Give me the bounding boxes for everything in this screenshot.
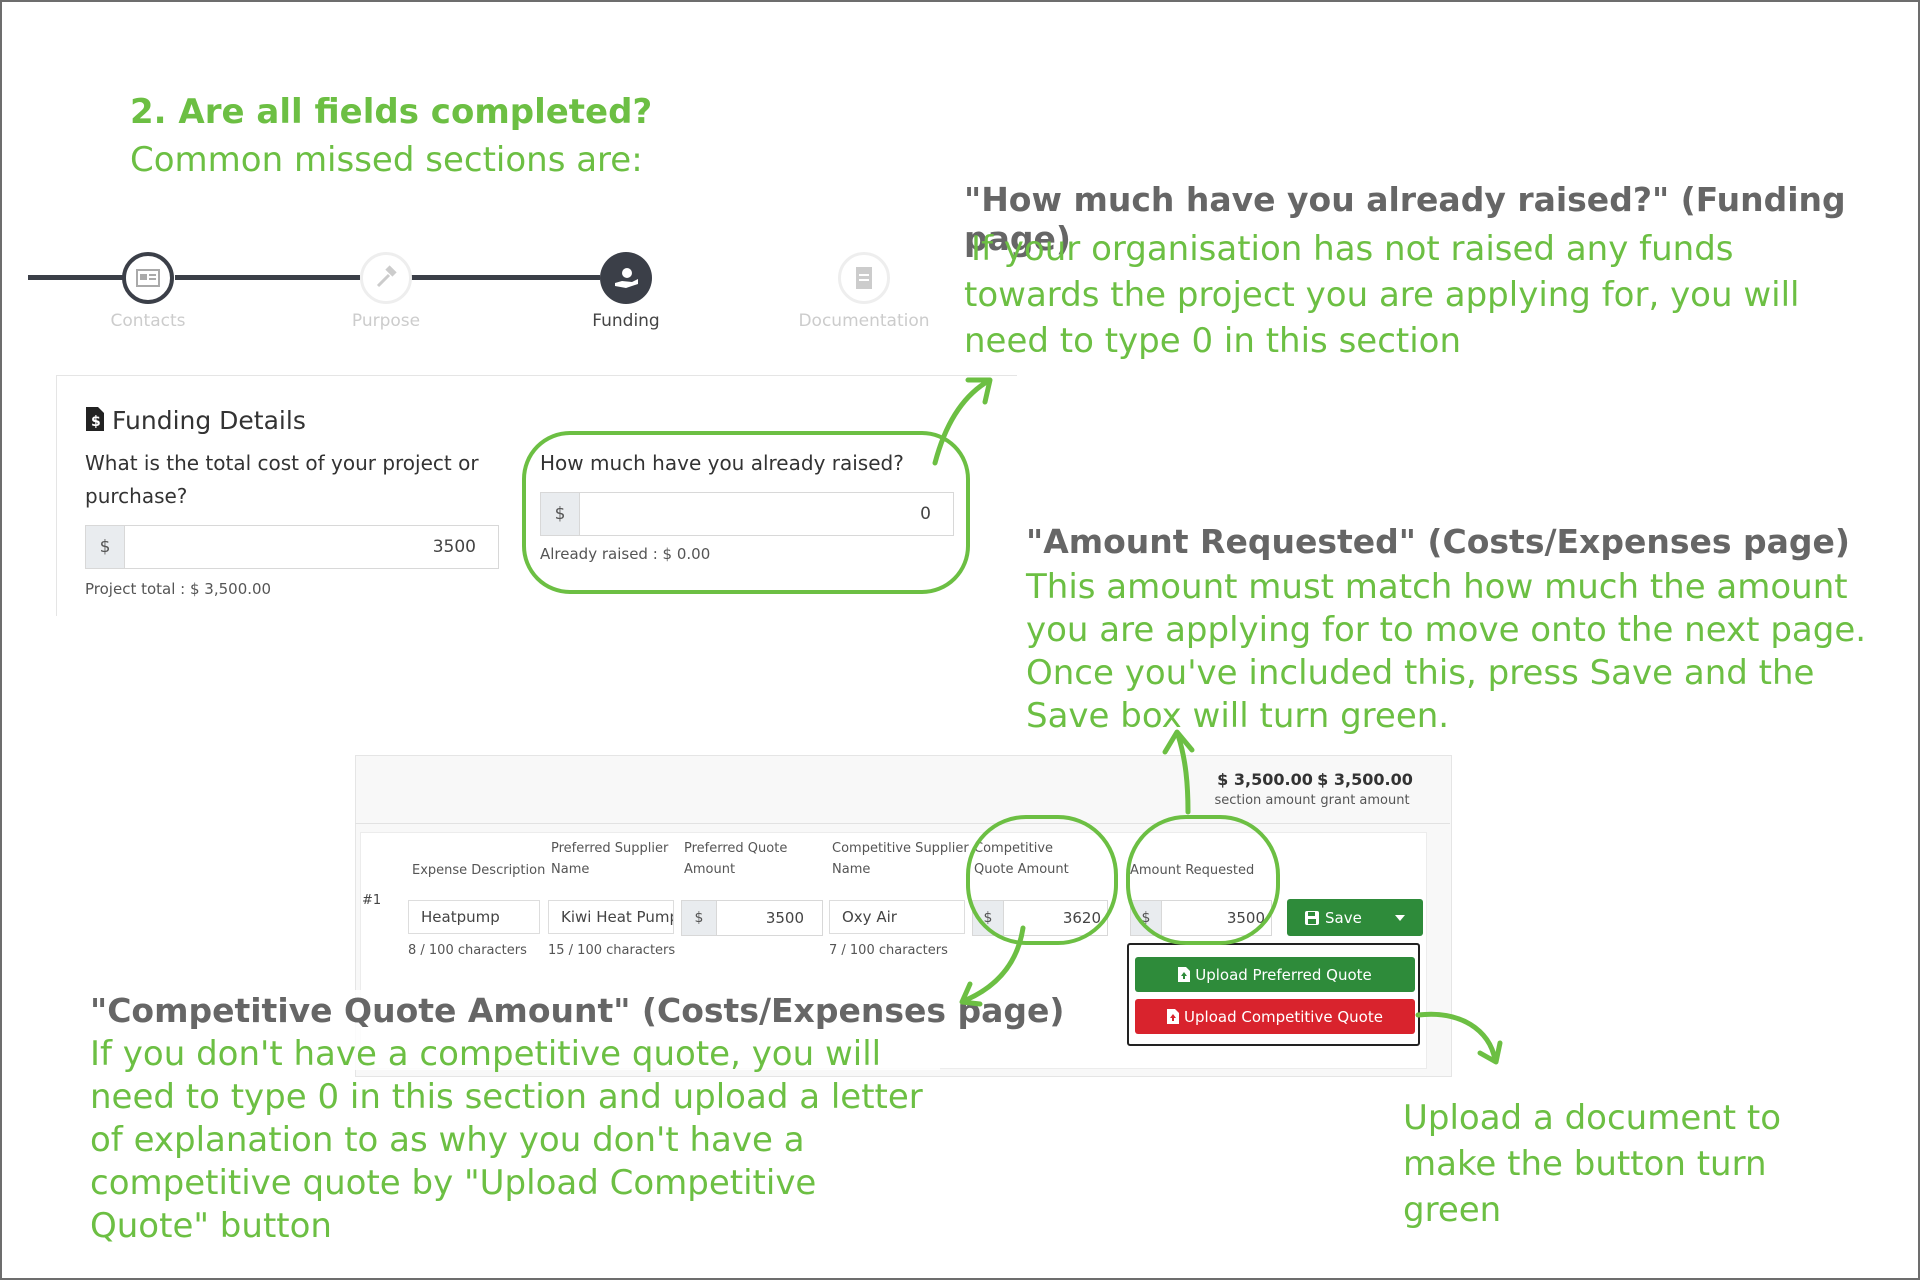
step-label-purpose: Purpose xyxy=(351,311,421,331)
competitive-supplier-input[interactable]: Oxy Air xyxy=(829,900,965,934)
grant-amount-value: $ 3,500.00 xyxy=(1317,770,1413,789)
total-cost-label: What is the total cost of your project o… xyxy=(85,451,479,508)
competitive-note-title: "Competitive Quote Amount" (Costs/Expens… xyxy=(90,991,1065,1030)
stepper-line xyxy=(28,275,153,280)
competitive-note-body: If you don't have a competitive quote, y… xyxy=(90,1034,923,1246)
preferred-supplier-count: 15 / 100 characters xyxy=(548,943,676,958)
section-amount-label: section amount xyxy=(1214,793,1316,808)
total-cost-input[interactable]: $ 3500 xyxy=(85,525,499,569)
section-heading: 2. Are all fields completed? xyxy=(130,92,653,132)
arrowhead xyxy=(959,981,983,1007)
divider xyxy=(355,823,1450,824)
amount-requested-highlight xyxy=(1126,815,1280,945)
upload-preferred-label: Upload Preferred Quote xyxy=(1195,965,1372,984)
step-label-contacts: Contacts xyxy=(110,311,186,331)
caret-down-icon[interactable] xyxy=(1395,915,1405,921)
already-raised-label: How much have you already raised? xyxy=(540,451,904,475)
competitive-supplier-count: 7 / 100 characters xyxy=(829,943,948,958)
preferred-supplier-input[interactable]: Kiwi Heat Pump xyxy=(548,900,674,934)
arrow-upload xyxy=(1415,1011,1498,1063)
amount-note-title: "Amount Requested" (Costs/Expenses page) xyxy=(1026,522,1850,561)
already-raised-input[interactable]: $ 0 xyxy=(540,492,954,536)
competitive-quote-highlight xyxy=(966,815,1118,945)
save-button-label: Save xyxy=(1325,908,1362,927)
upload-competitive-label: Upload Competitive Quote xyxy=(1184,1007,1383,1026)
hammer-icon xyxy=(376,265,397,288)
currency-addon: $ xyxy=(682,901,717,935)
step-purpose[interactable] xyxy=(360,252,412,304)
stepper-line xyxy=(410,275,600,280)
hand-money-icon xyxy=(615,268,638,288)
step-label-funding: Funding xyxy=(592,311,660,331)
currency-addon: $ xyxy=(541,493,580,535)
header-preferred-supplier: Preferred Supplier Name xyxy=(551,841,669,877)
preferred-quote-input[interactable]: $ 3500 xyxy=(681,900,823,936)
file-upload-icon xyxy=(1178,967,1191,982)
id-card-icon xyxy=(136,269,160,287)
row-index: #1 xyxy=(362,893,382,908)
already-raised-value[interactable]: 0 xyxy=(920,504,931,524)
header-preferred-quote: Preferred Quote Amount xyxy=(684,841,788,877)
step-label-documentation: Documentation xyxy=(798,311,930,331)
arrow-raised xyxy=(932,380,988,466)
total-cost-value[interactable]: 3500 xyxy=(432,537,476,557)
step-funding[interactable] xyxy=(600,252,652,304)
document-icon xyxy=(856,267,872,289)
expense-description-count: 8 / 100 characters xyxy=(408,943,527,958)
arrow-amount xyxy=(1175,732,1191,815)
arrowhead xyxy=(1162,729,1195,755)
svg-text:$: $ xyxy=(91,414,101,430)
text-backdrop xyxy=(80,990,940,1070)
save-button[interactable]: Save xyxy=(1287,899,1423,936)
arrowhead xyxy=(965,377,993,405)
file-upload-icon xyxy=(1167,1009,1180,1024)
currency-addon: $ xyxy=(86,526,125,568)
project-total-text: Project total : $ 3,500.00 xyxy=(85,580,272,598)
section-amount-value: $ 3,500.00 xyxy=(1217,770,1313,789)
amount-note-body: This amount must match how much the amou… xyxy=(1026,567,1867,736)
upload-preferred-quote-button[interactable]: Upload Preferred Quote xyxy=(1135,957,1415,992)
dollar-document-icon: $ xyxy=(86,407,104,431)
raised-note-body: If your organisation has not raised any … xyxy=(964,229,1800,361)
funding-details-title: Funding Details xyxy=(112,406,306,435)
grant-amount: $ 3,500.00 grant amount xyxy=(1310,770,1420,808)
grant-amount-label: grant amount xyxy=(1320,793,1410,808)
preferred-quote-value[interactable]: 3500 xyxy=(765,909,804,927)
floppy-disk-icon xyxy=(1305,910,1319,925)
header-competitive-supplier: Competitive Supplier Name xyxy=(832,841,969,877)
expense-description-input[interactable]: Heatpump xyxy=(408,900,540,934)
raised-note-title: "How much have you already raised?" (Fun… xyxy=(964,180,1846,258)
section-subheading: Common missed sections are: xyxy=(130,140,643,180)
upload-note-body: Upload a document to make the button tur… xyxy=(1403,1098,1782,1230)
header-expense-description: Expense Description xyxy=(412,863,546,878)
stepper-line xyxy=(175,275,360,280)
upload-competitive-quote-button[interactable]: Upload Competitive Quote xyxy=(1135,999,1415,1034)
arrow-competitive xyxy=(963,925,1026,1003)
arrowhead xyxy=(1477,1040,1503,1065)
already-raised-text: Already raised : $ 0.00 xyxy=(540,545,711,563)
section-amount: $ 3,500.00 section amount xyxy=(1210,770,1320,808)
raised-highlight xyxy=(522,431,970,594)
step-documentation[interactable] xyxy=(838,252,890,304)
step-contacts[interactable] xyxy=(122,252,174,304)
